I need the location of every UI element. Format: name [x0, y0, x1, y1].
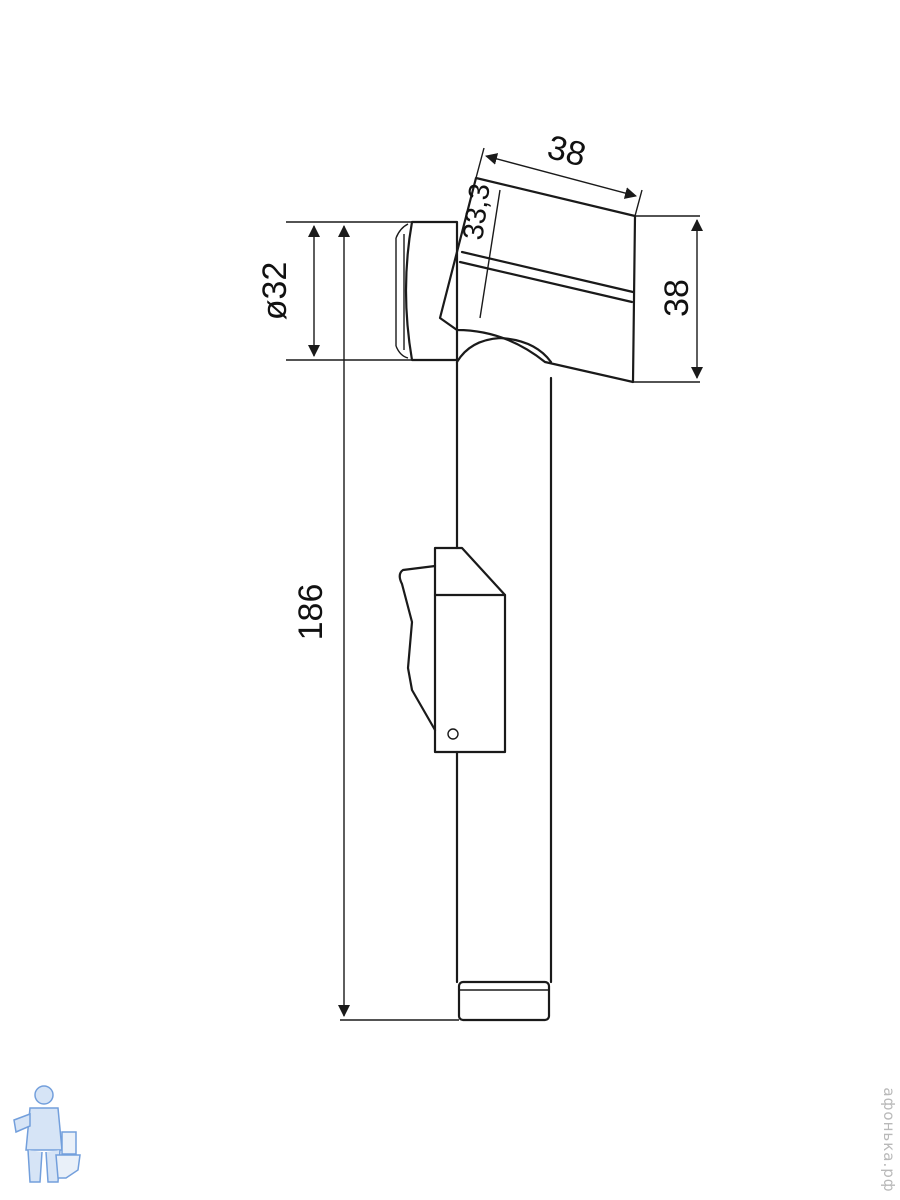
dim-line-nozzle-width — [485, 153, 637, 199]
nozzle-head — [438, 176, 637, 384]
dim-label-nozzle-height: 38 — [658, 279, 696, 317]
handle-body — [455, 336, 553, 984]
dim-label-nozzle-inner: 33,3 — [457, 182, 497, 242]
dim-label-head-diameter: ø32 — [256, 262, 294, 321]
dim-label-total-length: 186 — [292, 584, 330, 641]
trigger-lever — [398, 546, 507, 754]
watermark-text: афонька.рф — [880, 1087, 898, 1192]
dim-label-nozzle-width: 38 — [544, 128, 590, 174]
spray-head-disc — [395, 220, 459, 362]
dimension-lines — [308, 153, 703, 1017]
extension-lines — [286, 147, 700, 1021]
plumber-logo-icon — [13, 1085, 81, 1183]
bottom-connector — [457, 980, 551, 1022]
